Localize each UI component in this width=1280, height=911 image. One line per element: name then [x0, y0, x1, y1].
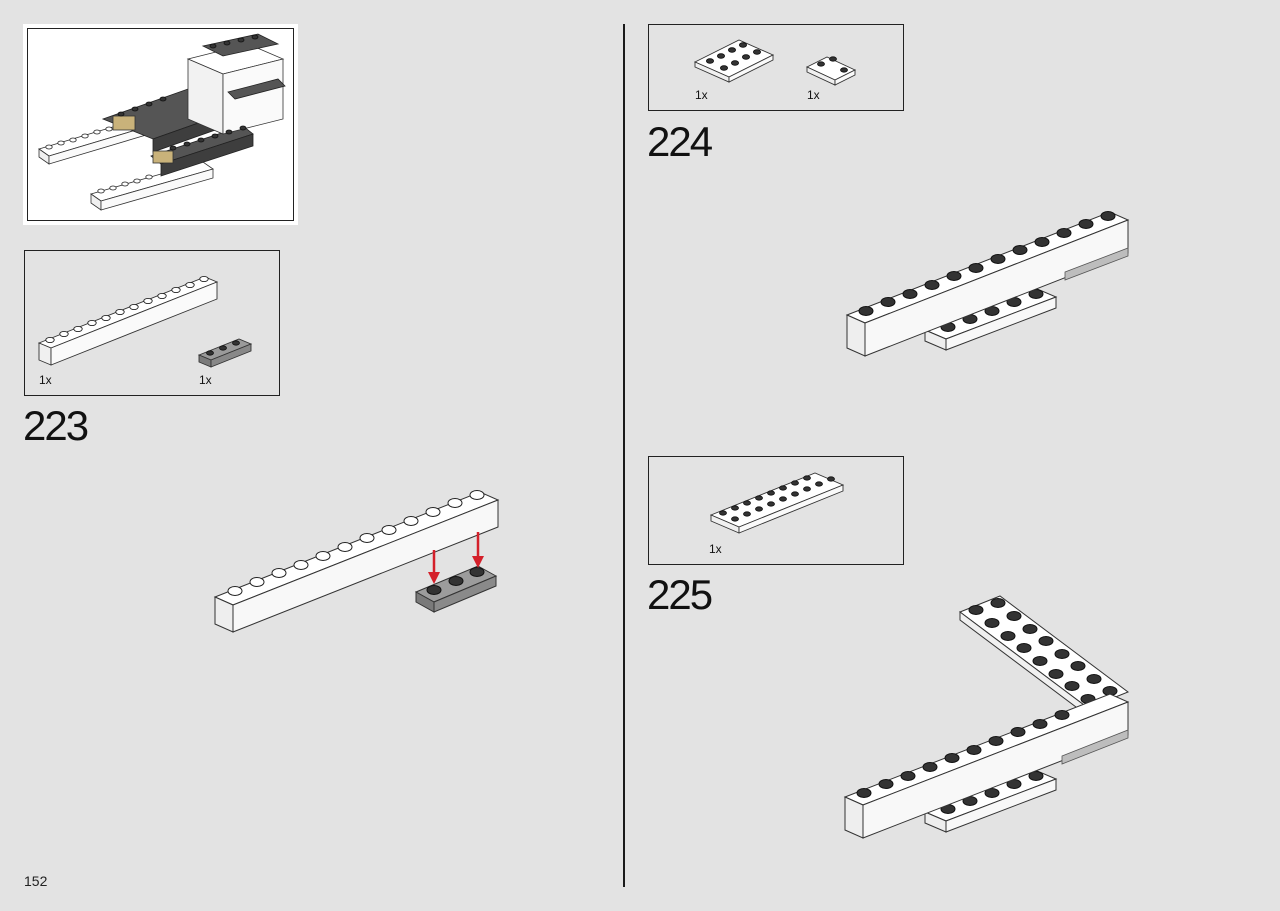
submodel-illustration	[38, 33, 286, 211]
grey-plate-1x3-icon	[197, 338, 253, 368]
part-qty: 1x	[695, 88, 708, 102]
part-qty: 1x	[39, 373, 52, 387]
step-number: 224	[647, 118, 713, 165]
step-224-parts-box: 1x 1x	[648, 24, 904, 111]
white-brick-1x12-icon	[37, 275, 219, 366]
step-223-parts-box: 1x 1x	[24, 250, 280, 396]
page-divider	[623, 24, 625, 887]
white-plate-2x4-icon	[693, 39, 775, 83]
part-qty: 1x	[807, 88, 820, 102]
white-corner-plate-icon	[805, 56, 857, 86]
page-number: 152	[24, 873, 48, 889]
part-qty: 1x	[709, 542, 722, 556]
step-number: 223	[23, 402, 89, 449]
submodel-preview	[23, 24, 298, 225]
white-plate-2x10-icon	[709, 472, 845, 534]
placement-arrow	[428, 532, 484, 584]
step-number: 225	[647, 571, 713, 618]
part-qty: 1x	[199, 373, 212, 387]
step-225-parts-box: 1x	[648, 456, 904, 565]
